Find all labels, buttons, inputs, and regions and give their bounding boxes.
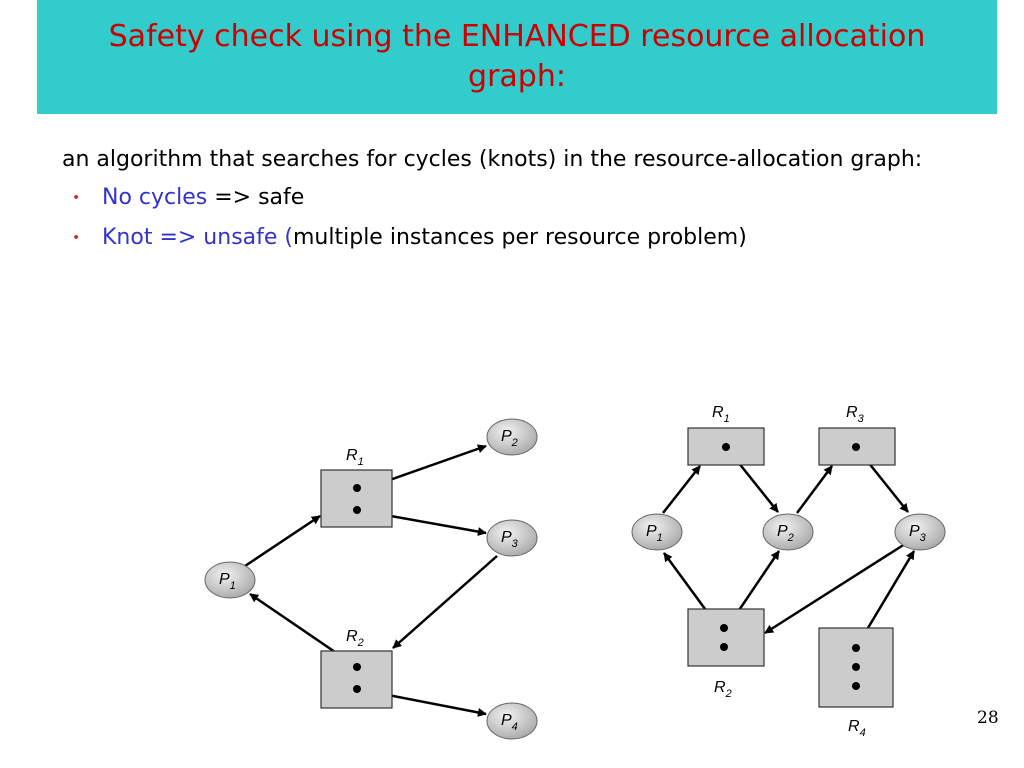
process-p4-label: P4 bbox=[501, 712, 518, 733]
process-p1-node bbox=[631, 513, 683, 551]
process-p3-label: P3 bbox=[501, 529, 519, 550]
bullet-rest: multiple instances per resource problem) bbox=[293, 225, 747, 250]
edge-p3-r2 bbox=[392, 555, 498, 649]
resource-r2-label: R2 bbox=[346, 628, 364, 649]
bullet-rest: => safe bbox=[207, 185, 305, 210]
title-bar: Safety check using the ENHANCED resource… bbox=[37, 0, 997, 114]
process-p2-node bbox=[762, 513, 814, 551]
resource-r1-box bbox=[320, 469, 393, 528]
process-p1-label: P1 bbox=[646, 523, 663, 544]
resource-r2-label: R2 bbox=[714, 679, 732, 700]
bullet-highlight: No cycles bbox=[102, 185, 208, 210]
bullet-item: • No cycles => safe bbox=[62, 178, 962, 218]
instance-dot bbox=[722, 443, 730, 451]
process-p3-label: P3 bbox=[909, 523, 927, 544]
resource-r2-box bbox=[320, 650, 393, 709]
intro-text: an algorithm that searches for cycles (k… bbox=[62, 147, 923, 172]
instance-dot bbox=[353, 685, 361, 693]
edge-p1-r1 bbox=[662, 465, 701, 514]
process-p2-node bbox=[486, 418, 538, 456]
edge-p2-r3 bbox=[795, 465, 834, 514]
slide-title: Safety check using the ENHANCED resource… bbox=[108, 19, 926, 94]
instance-dot bbox=[353, 663, 361, 671]
instance-dot bbox=[720, 624, 728, 632]
resource-r1-label: R1 bbox=[346, 447, 364, 468]
process-p3-node bbox=[894, 513, 946, 551]
instance-dot bbox=[852, 663, 860, 671]
bullet-item: • Knot => unsafe (multiple instances per … bbox=[62, 218, 962, 258]
resource-r2-box bbox=[687, 608, 765, 667]
instance-dot bbox=[353, 506, 361, 514]
left-graph: R1 R2 P1 P2 P3 P4 bbox=[204, 418, 538, 740]
process-p2-label: P2 bbox=[501, 428, 518, 449]
resource-r3-label: R3 bbox=[846, 404, 865, 425]
process-p3-node bbox=[486, 519, 538, 557]
right-graph: R1 R3 R2 R4 P1 P2 P3 bbox=[631, 404, 946, 739]
bullet-dot-icon: • bbox=[72, 190, 81, 206]
instance-dot bbox=[720, 643, 728, 651]
instance-dot bbox=[852, 644, 860, 652]
page-number: 28 bbox=[977, 708, 999, 728]
instance-dot bbox=[353, 484, 361, 492]
process-p1-node bbox=[204, 561, 256, 599]
instance-dot bbox=[852, 682, 860, 690]
edge-p3-r2 bbox=[764, 542, 906, 635]
process-p4-node bbox=[486, 702, 538, 740]
process-p2-label: P2 bbox=[777, 523, 794, 544]
resource-r1-label: R1 bbox=[712, 404, 730, 425]
bullet-dot-icon: • bbox=[72, 230, 81, 246]
process-p1-label: P1 bbox=[219, 571, 236, 592]
edge-p1-r1 bbox=[244, 514, 321, 568]
slide-body: an algorithm that searches for cycles (k… bbox=[62, 142, 962, 258]
bullet-highlight: Knot => unsafe ( bbox=[102, 225, 293, 250]
instance-dot bbox=[852, 443, 860, 451]
resource-r4-label: R4 bbox=[848, 718, 866, 739]
bullet-list: • No cycles => safe • Knot => unsafe (mult… bbox=[62, 178, 962, 258]
